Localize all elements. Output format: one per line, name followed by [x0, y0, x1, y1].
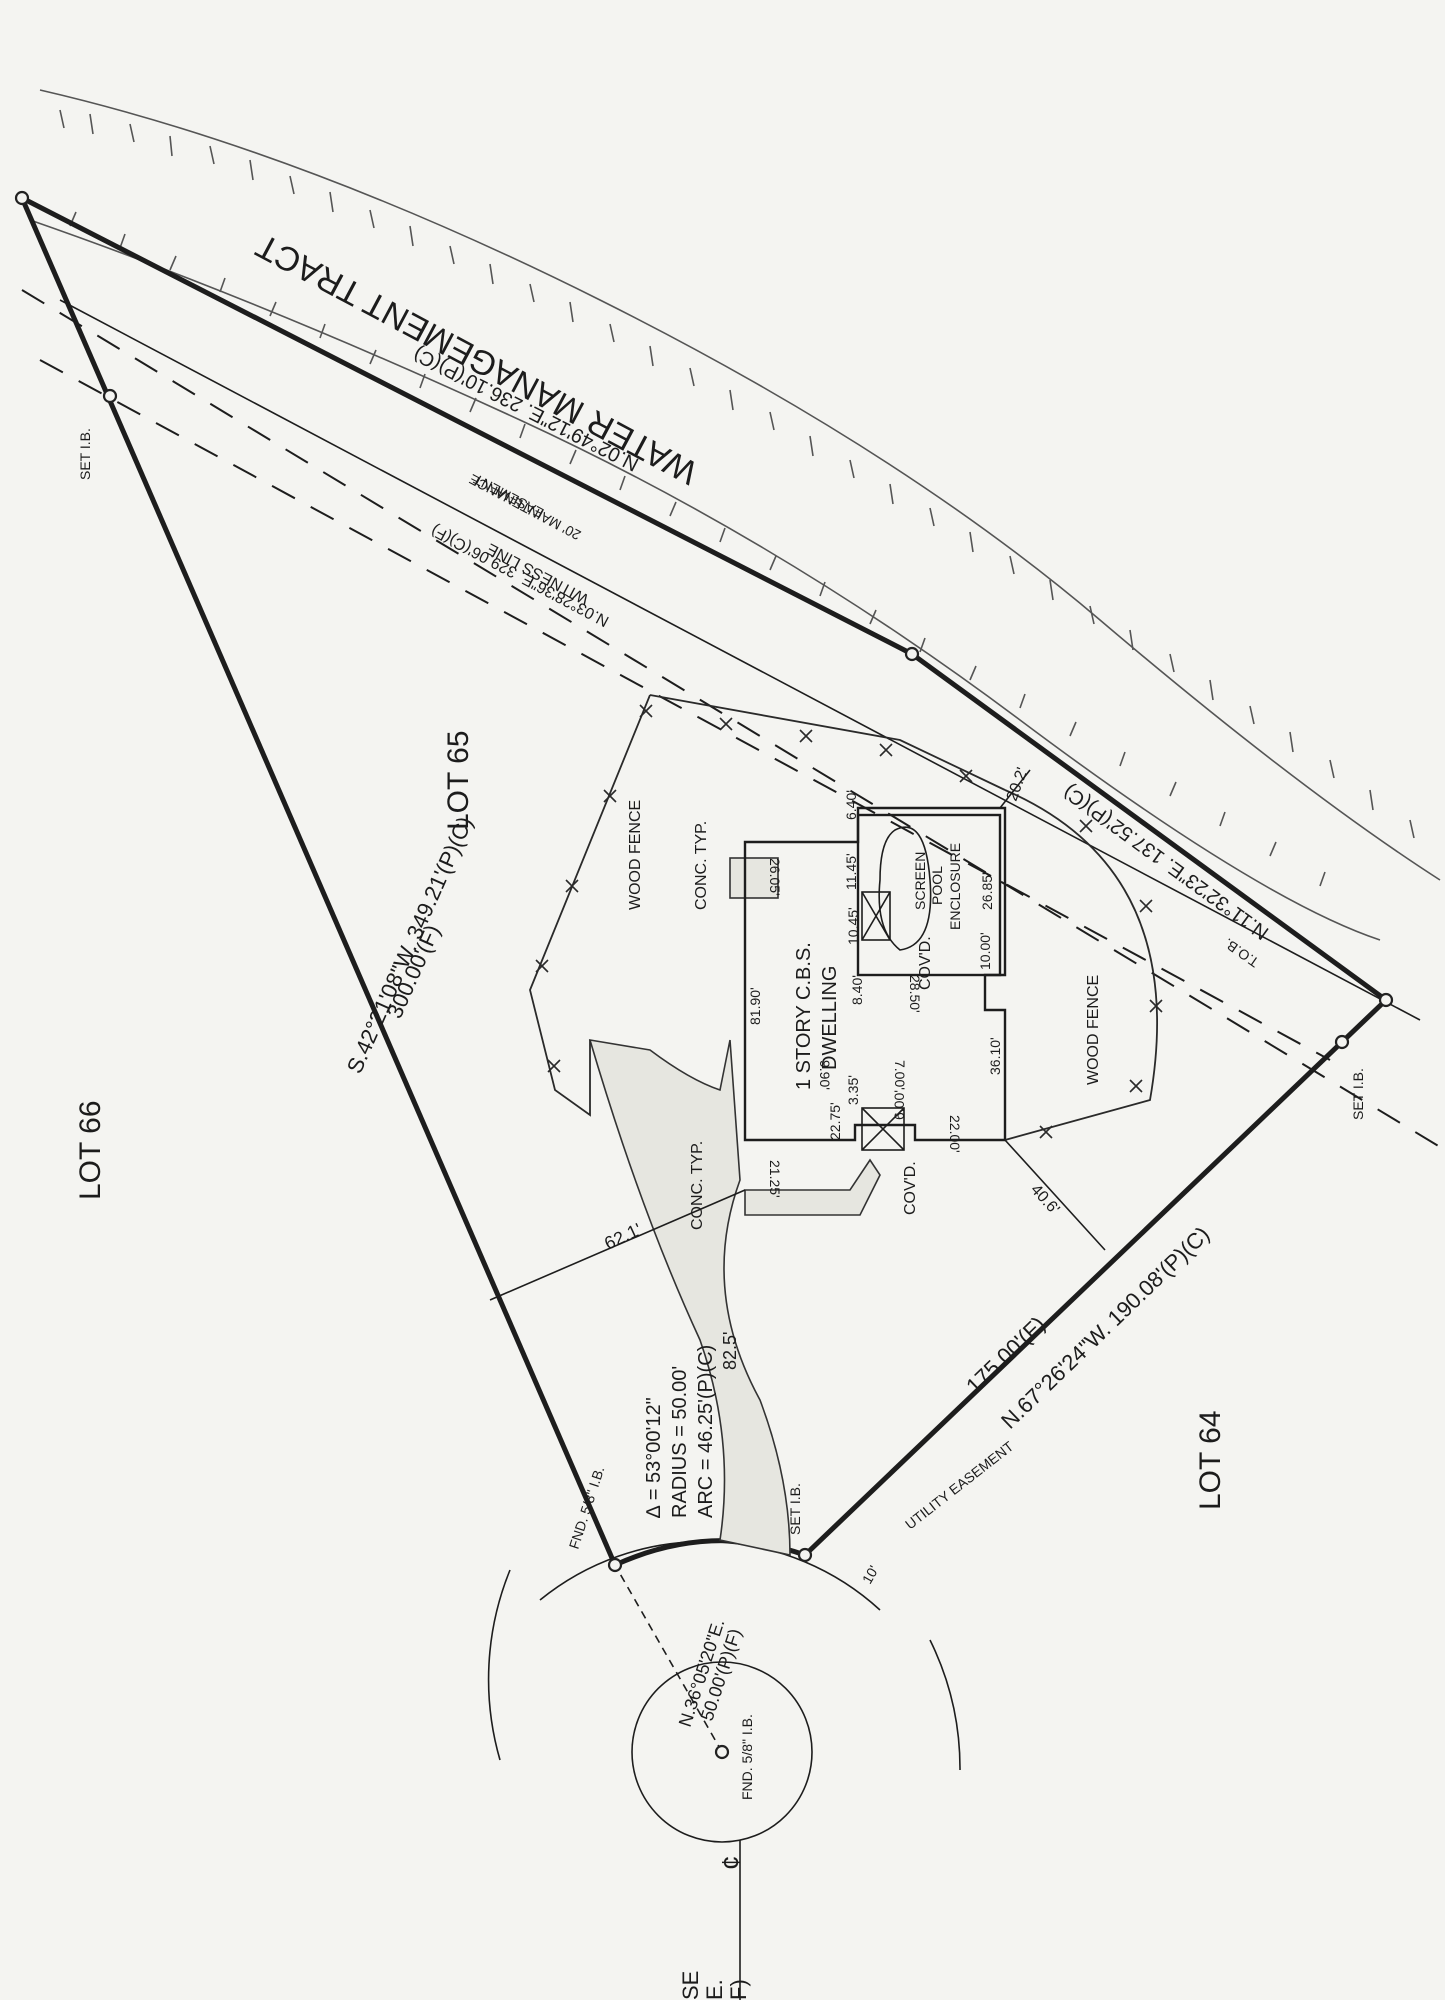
- house-footprint: [743, 806, 1007, 1151]
- angle-point-pin: [904, 646, 920, 662]
- dim-11-45: 11.45': [843, 853, 859, 890]
- lot-65-label: LOT 65: [442, 730, 475, 830]
- centerline-symbol: ¢: [716, 1856, 746, 1870]
- set-ib-label-2: SET I.B.: [1350, 1068, 1366, 1120]
- top-of-bank-line: [59, 299, 1421, 1021]
- corner-pin-east: [1378, 992, 1394, 1008]
- pool-label-2: POOL: [929, 866, 945, 905]
- west-boundary-line: [19, 197, 618, 1566]
- dim-22-75: 22.75': [827, 1102, 843, 1140]
- dim-9-90: 9.90': [817, 1060, 833, 1090]
- witness-bearing: N.03°28'36"E. 329.06'(C)(F): [428, 521, 611, 629]
- conc-typ-label-1: CONC. TYP.: [693, 821, 710, 910]
- fnd-ib-pin-2: [714, 1744, 730, 1760]
- dim-26-05: 26.05': [767, 858, 783, 896]
- fence-north: [649, 694, 1006, 791]
- dim-7-00: 7.00': [892, 1060, 908, 1090]
- north-boundary-line-b: [910, 651, 1388, 1003]
- driveway: [588, 1039, 791, 1556]
- screen-enclosure-outline: [856, 813, 1002, 977]
- road-arc-inner: [539, 1540, 881, 1611]
- road-arc-left: [487, 1569, 511, 1761]
- set-ib-pin-3: [797, 1547, 813, 1563]
- fence-east: [1004, 789, 1158, 1141]
- set-ib-label-3: SET I.B.: [787, 1483, 803, 1535]
- utility-easement-label: UTILITY EASEMENT: [902, 1438, 1017, 1533]
- cul-de-sac: [487, 1540, 961, 2000]
- fnd-ib-pin-1: [607, 1557, 623, 1573]
- edge-text-3: F): [726, 1979, 751, 2000]
- dim-21-25: 21.25': [767, 1160, 783, 1198]
- dim-3-35: 3.35': [845, 1075, 861, 1105]
- curve-radius: RADIUS = 50.00': [669, 1366, 691, 1518]
- fnd-ib-label-2: FND. 5/8" I.B.: [739, 1714, 755, 1800]
- pool-shape: [878, 826, 932, 951]
- dwelling-label-2: DWELLING: [819, 966, 841, 1070]
- set-ib-pin-2: [1334, 1034, 1350, 1050]
- south-boundary-line: [803, 998, 1388, 1557]
- front-walk: [744, 1158, 881, 1216]
- covd-label-1: COV'D.: [917, 936, 934, 990]
- corner-pin-northwest: [14, 190, 30, 206]
- survey-monuments: [14, 190, 1394, 1760]
- rear-slab: [729, 857, 779, 899]
- wood-fence-label-1: WOOD FENCE: [627, 800, 644, 910]
- curve-delta: ∆ = 53°00'12": [643, 1397, 665, 1518]
- fence-west: [529, 694, 651, 1117]
- rear-covered-area: [861, 891, 891, 941]
- wood-fence-label-2: WOOD FENCE: [1085, 975, 1102, 1085]
- dim-10-45: 10.45': [845, 907, 861, 945]
- pool-label-1: SCREEN: [912, 852, 928, 910]
- witness-line: [21, 289, 1445, 1151]
- maintenance-easement-label-2: EASEMENT: [471, 471, 547, 521]
- water-management-tract-label: WATER MANAGEMENT TRACT: [250, 226, 704, 491]
- edge-text-2: E.: [702, 1979, 727, 2000]
- center-circle: [631, 1661, 813, 1843]
- pool-label-3: ENCLOSURE: [947, 843, 963, 930]
- dwelling-outline: [743, 806, 1007, 1142]
- pool-enclosure: [856, 813, 1002, 977]
- conc-typ-label-2: CONC. TYP.: [689, 1141, 706, 1230]
- dim-40-6-line: [1004, 1139, 1106, 1251]
- west-bearing-a: S.42°21'08"W. 349.21'(P)(C): [342, 813, 478, 1077]
- dwelling-label-1: 1 STORY C.B.S.: [793, 942, 815, 1090]
- dim-10-00: 10.00': [977, 932, 993, 970]
- dim-8-40: 8.40': [849, 975, 865, 1005]
- dim-62-1-line: [489, 1189, 746, 1301]
- dim-36-10: 36.10': [987, 1037, 1003, 1075]
- dim-6-40: 6.40': [843, 790, 859, 820]
- dim-20-2: 20.2': [1004, 765, 1032, 803]
- embankment-hatching: [29, 89, 1441, 941]
- lot-66-label: LOT 66: [74, 1100, 107, 1200]
- dim-20-2-line: [999, 769, 1031, 809]
- covd-label-2: COV'D.: [902, 1161, 919, 1215]
- north-bearing-b: N.11°32'23"E. 137.52'(P)(C): [1059, 780, 1273, 944]
- wood-fence: [529, 694, 1163, 1141]
- set-ib-label-1: SET I.B.: [77, 428, 93, 480]
- curve-arc: ARC = 46.25'(P)(C): [695, 1345, 717, 1518]
- lot-64-label: LOT 64: [1194, 1410, 1227, 1510]
- dim-6-00: 6.00': [891, 1090, 907, 1120]
- dim-82-5: 82.5': [720, 1332, 740, 1370]
- road-arc-right: [929, 1639, 961, 1771]
- edge-text-1: SE: [678, 1971, 703, 2000]
- dim-62-1: 62.1': [601, 1219, 644, 1253]
- front-covered-area: [861, 1107, 905, 1151]
- dim-22-00: 22.00': [947, 1115, 963, 1153]
- radial-line: [614, 1564, 723, 1753]
- dim-81-90: 81.90': [747, 987, 763, 1025]
- utility-easement-width: 10': [859, 1563, 882, 1587]
- dim-28-50: 28.50': [907, 975, 923, 1013]
- set-ib-pin-1: [102, 388, 118, 404]
- north-boundary-line-a: [20, 195, 914, 657]
- dimension-lines: [489, 769, 1106, 1301]
- dim-26-85: 26.85': [979, 872, 995, 910]
- dim-40-6: 40.6': [1027, 1181, 1063, 1218]
- maintenance-easement-line: [39, 359, 1331, 1061]
